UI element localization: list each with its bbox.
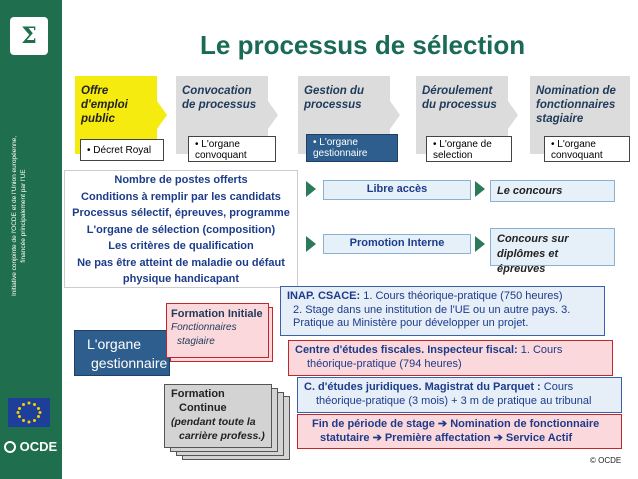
formation-initiale: Formation Initiale Fonctionnaires stagia… [166, 303, 269, 358]
inap-line: Pratique au Ministère pour développer un… [293, 317, 529, 329]
path-libre-acces: Libre accès [323, 180, 471, 200]
criteria-list: Nombre de postes offerts Conditions à re… [64, 170, 298, 288]
oecd-circle-icon [4, 440, 16, 453]
step-detail: • L'organe gestionnaire [306, 134, 398, 162]
fin-line: Fin de période de stage ➔ Nomination de … [312, 418, 600, 430]
funding-notice: Initiative conjointe de l'OCDE et de l'U… [10, 106, 50, 326]
inap-head: INAP. CSACE: [287, 290, 361, 302]
step-label: Nomination de fonctionnaires stagiaire [536, 85, 616, 125]
step-detail: • L'organe de selection [426, 136, 512, 162]
criteria-item: Les critères de qualification [108, 240, 254, 252]
step-detail: • L'organe convoquant [544, 136, 630, 162]
oecd-logo: OCDE [4, 438, 62, 454]
formation-initiale-line: stagiaire [177, 336, 215, 347]
csf-head: Centre d'études fiscales. Inspecteur fis… [295, 344, 518, 356]
csf-box: Centre d'études fiscales. Inspecteur fis… [288, 340, 613, 376]
inap-line: 2. Stage dans une institution de l'UE ou… [293, 303, 571, 316]
criteria-item: L'organe de sélection (composition) [86, 223, 276, 236]
organ-gestionnaire: L'organe gestionnaire [74, 330, 170, 376]
step-arrow [268, 101, 278, 129]
inap-line: 1. Cours théorique-pratique (750 heures) [360, 290, 563, 302]
step-detail: • L'organe convoquant [188, 136, 276, 162]
outcome-concours: Le concours [490, 180, 615, 202]
funding-line-1: Initiative conjointe de l'OCDE et de l'U… [11, 135, 18, 297]
step-detail: • Décret Royal [80, 139, 164, 161]
criteria-item: Processus sélectif, épreuves, programme [72, 207, 290, 219]
arrow-right-icon [475, 181, 485, 197]
formation-continue-line: (pendant toute la [171, 416, 256, 428]
formation-continue-line: Formation [171, 388, 225, 400]
csf-line: théorique-pratique (794 heures) [307, 357, 462, 370]
page-title: Le processus de sélection [200, 30, 526, 60]
formation-initiale-line: Fonctionnaires [171, 322, 237, 333]
step-label: Déroulement du processus [422, 85, 497, 111]
formation-continue: Formation Continue (pendant toute la car… [164, 384, 272, 448]
step-arrow [508, 101, 518, 129]
step-label: Gestion du processus [304, 85, 365, 111]
step-label: Convocation de processus [182, 85, 257, 111]
organ-line-2: gestionnaire [91, 355, 168, 371]
formation-continue-line: carrière profess.) [179, 430, 265, 442]
sigma-logo-icon: Σ [10, 17, 48, 55]
cej-line: théorique-pratique (3 mois) + 3 m de pra… [316, 394, 592, 407]
csf-line: 1. Cours [517, 344, 563, 356]
cej-box: C. d'études juridiques. Magistrat du Par… [297, 377, 622, 413]
arrow-right-icon [475, 236, 485, 252]
step-arrow [157, 101, 167, 129]
arrow-right-icon [306, 181, 316, 197]
step-label: Offre d'emploi public [81, 85, 128, 125]
fin-stage-box: Fin de période de stage ➔ Nomination de … [297, 414, 622, 449]
cej-head: C. d'études juridiques. Magistrat du Par… [304, 381, 541, 393]
inap-box: INAP. CSACE: 1. Cours théorique-pratique… [280, 286, 605, 336]
copyright: © OCDE [590, 456, 622, 465]
criteria-item: Conditions à remplir par les candidats [81, 190, 281, 203]
outcome-concours-diplomes: Concours sur diplômes et épreuves [490, 228, 615, 275]
path-promotion-interne: Promotion Interne [323, 234, 471, 254]
funding-line-2: financée principalement par l'UE [20, 169, 27, 263]
eu-flag-icon [8, 398, 50, 427]
fin-line: statutaire ➔ Première affectation ➔ Serv… [320, 431, 573, 444]
formation-continue-line: Continue [179, 402, 227, 414]
step-arrow [390, 101, 400, 129]
criteria-item: physique handicapant [122, 273, 240, 285]
cej-line: Cours [540, 381, 574, 393]
formation-initiale-title: Formation Initiale [171, 308, 263, 320]
arrow-right-icon [306, 236, 316, 252]
organ-line-1: L'organe [87, 336, 142, 352]
criteria-item: Ne pas être atteint de maladie ou défaut [77, 256, 285, 269]
criteria-item: Nombre de postes offerts [114, 174, 248, 186]
